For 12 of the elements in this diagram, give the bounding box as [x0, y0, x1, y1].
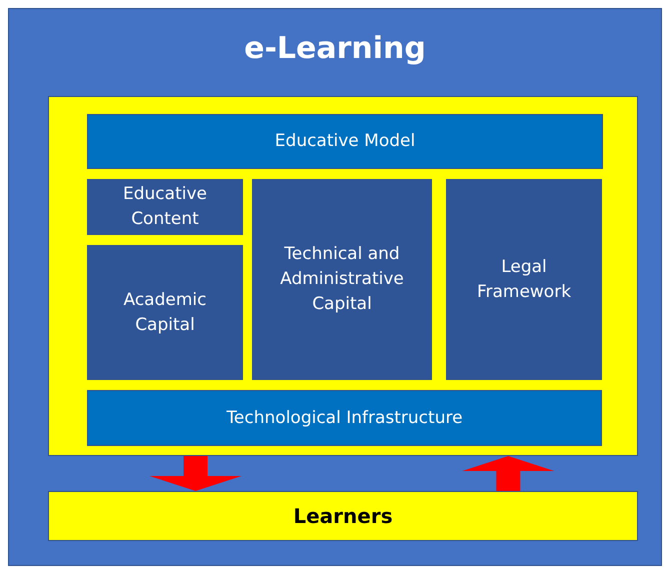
component-box: Academic Capital	[87, 245, 243, 380]
component-box: Technical and Administrative Capital	[252, 179, 432, 380]
inner-panel	[48, 96, 638, 456]
learners-box: Learners	[48, 491, 638, 541]
component-box: Educative Model	[87, 114, 603, 169]
component-box: Educative Content	[87, 179, 243, 235]
block-arrow	[150, 456, 242, 491]
block-arrow	[462, 456, 554, 491]
component-box: Technological Infrastructure	[87, 390, 602, 446]
component-box: Legal Framework	[446, 179, 602, 380]
panel-heading: e-Learning	[243, 31, 427, 66]
outer-panel	[8, 8, 662, 566]
